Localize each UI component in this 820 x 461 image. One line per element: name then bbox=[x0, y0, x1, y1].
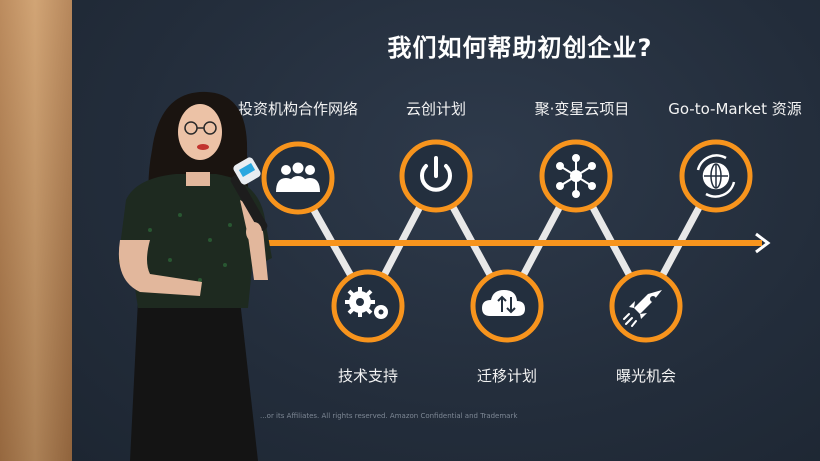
globe-arrows-icon bbox=[696, 154, 736, 198]
wall-lighting bbox=[0, 0, 78, 461]
presenter-skirt bbox=[130, 300, 258, 461]
people-group-icon bbox=[276, 162, 320, 192]
microphone-icon bbox=[230, 157, 268, 231]
presenter-face bbox=[178, 104, 222, 160]
label-nebula-project: 聚·变星云项目 bbox=[534, 100, 630, 118]
slide-footer: ...or its Affiliates. All rights reserve… bbox=[260, 412, 518, 420]
label-go-to-market: Go-to-Market 资源 bbox=[668, 100, 802, 118]
slide-title: 我们如何帮助初创企业? bbox=[387, 34, 653, 62]
glasses-icon bbox=[184, 121, 217, 135]
label-migration: 迁移计划 bbox=[476, 367, 538, 385]
label-investment-network: 投资机构合作网络 bbox=[237, 100, 359, 118]
presenter-top bbox=[118, 174, 272, 308]
presenter-arm bbox=[118, 240, 202, 296]
network-hub-icon bbox=[556, 154, 596, 198]
rocket-icon bbox=[623, 290, 662, 327]
wooden-wall bbox=[0, 0, 78, 461]
gears-icon bbox=[345, 287, 388, 319]
label-cloud-program: 云创计划 bbox=[405, 100, 467, 118]
power-icon bbox=[420, 156, 452, 192]
label-exposure: 曝光机会 bbox=[615, 367, 677, 385]
cloud-upload-download-icon bbox=[482, 290, 525, 316]
label-tech-support: 技术支持 bbox=[337, 367, 399, 385]
timeline-arrow bbox=[250, 232, 771, 254]
